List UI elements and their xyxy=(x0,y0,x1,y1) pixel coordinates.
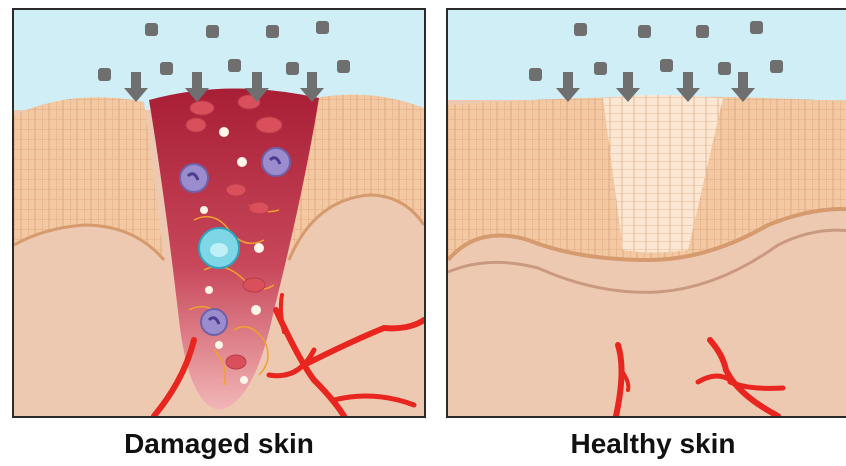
damaged-skin-panel xyxy=(12,8,426,418)
air-layer xyxy=(448,10,846,105)
healthy-skin-caption: Healthy skin xyxy=(446,428,846,460)
healthy-skin-panel xyxy=(446,8,846,418)
damaged-skin-illustration xyxy=(14,10,424,416)
damaged-skin-caption: Damaged skin xyxy=(12,428,426,460)
healthy-skin-illustration xyxy=(448,10,846,416)
